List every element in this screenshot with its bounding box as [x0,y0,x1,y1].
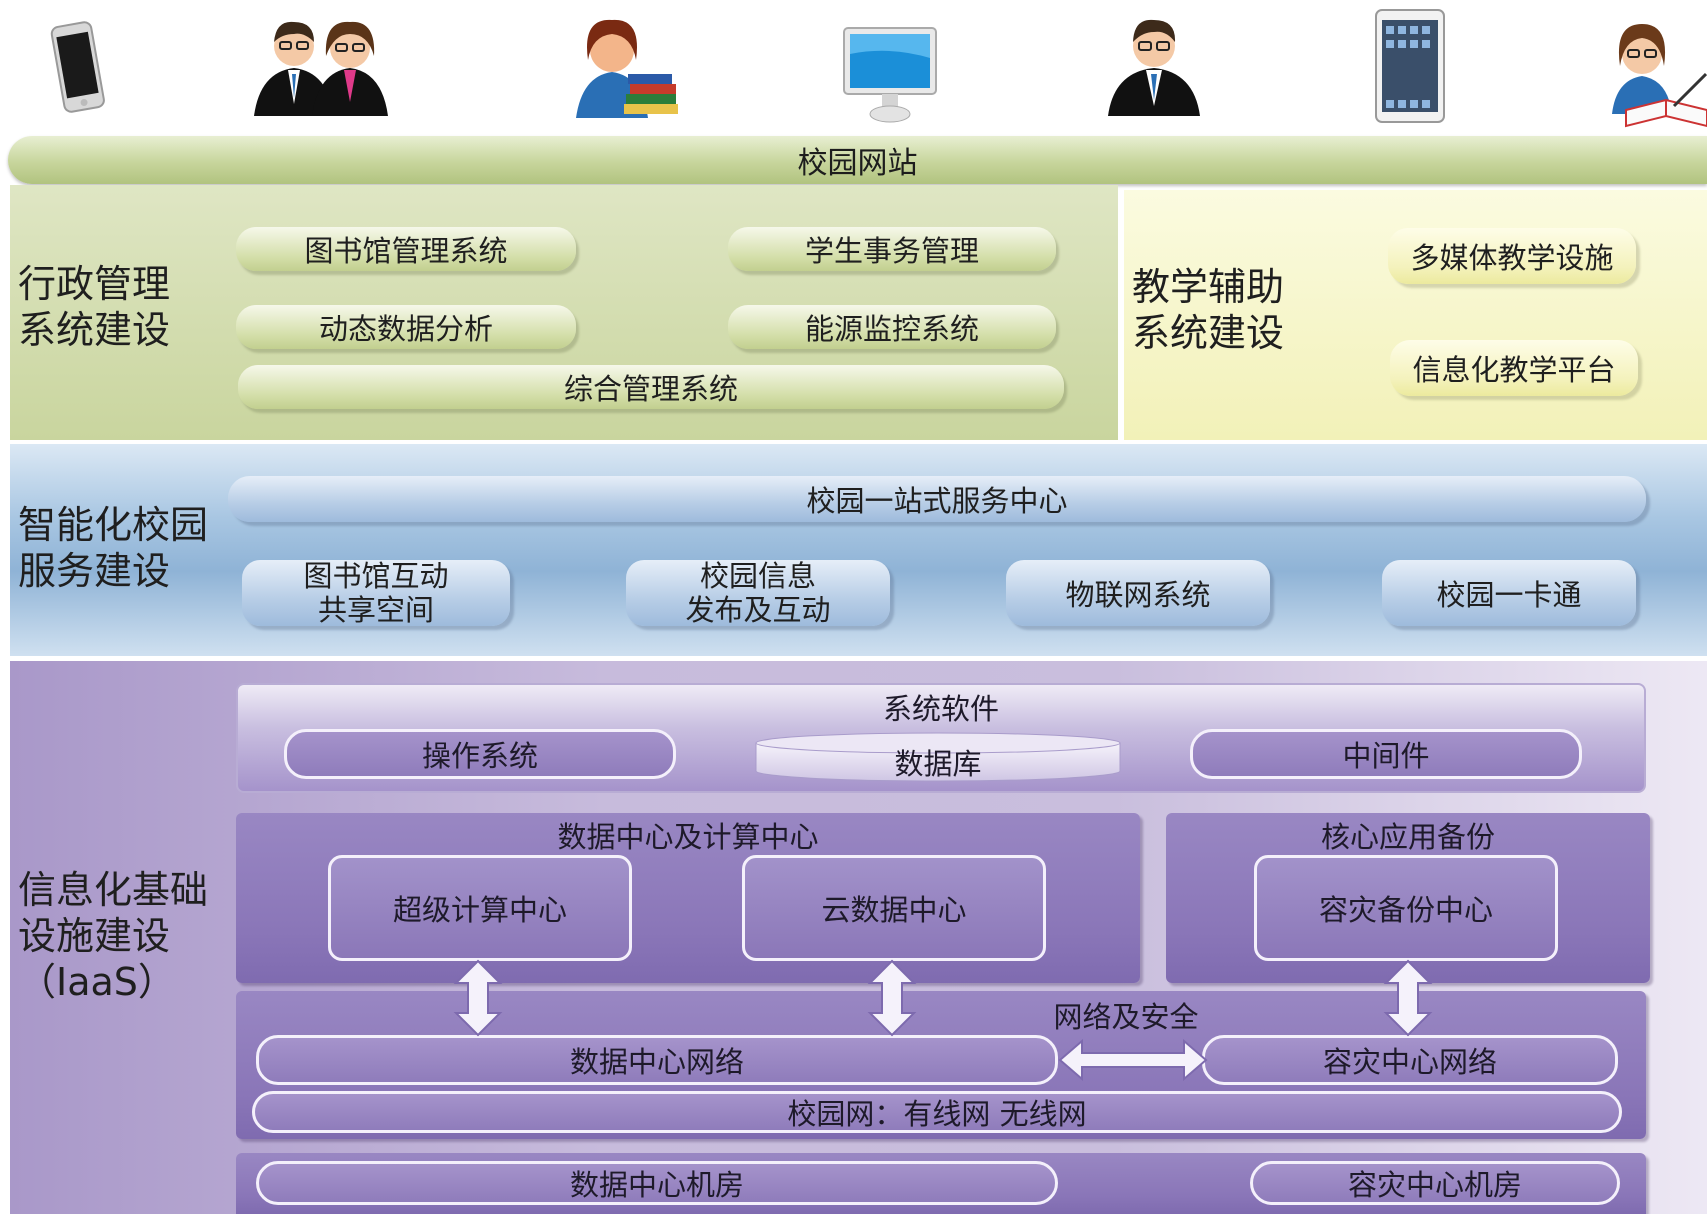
campus-network[interactable]: 校园网：有线网 无线网 [252,1091,1622,1133]
campus-info-line1: 校园信息 [699,559,816,593]
supercomputing-center[interactable]: 超级计算中心 [328,855,632,961]
desktop-monitor-icon [840,24,940,124]
infra-title-line1: 信息化基础 [18,868,209,912]
campus-website-banner[interactable]: 校园网站 [8,136,1707,184]
service-title-line1: 智能化校园 [18,503,209,547]
library-space-line2: 共享空间 [317,593,434,627]
library-space-line1: 图书馆互动 [303,559,449,593]
updown-arrow-icon [453,959,503,1037]
middleware-label: 中间件 [1342,739,1430,773]
connection-arrows [453,959,1433,1082]
database[interactable]: 数据库 [754,729,1122,783]
admin-title-line2: 系统建设 [18,308,171,352]
multimedia-label: 多媒体教学设施 [1410,241,1614,275]
disaster-recovery-center[interactable]: 容灾备份中心 [1254,855,1558,961]
updown-arrow-icon [867,959,917,1037]
machine-rooms-panel: 数据中心机房 容灾中心机房 [236,1153,1646,1214]
admin-title-line1: 行政管理 [18,262,171,306]
datacenter-machine-room[interactable]: 数据中心机房 [256,1161,1058,1205]
cloud-data-center-label: 云数据中心 [821,893,967,927]
dynamic-data-label: 动态数据分析 [318,312,493,346]
core-backup-title: 核心应用备份 [1320,820,1495,854]
datacenter-computing-title: 数据中心及计算中心 [557,820,819,854]
smart-campus-service-section: 智能化校园 服务建设 校园一站式服务中心 图书馆互动 共享空间 校园信息 发布及… [10,444,1707,656]
student-affairs-label: 学生事务管理 [804,234,979,268]
system-software-title: 系统软件 [882,692,999,726]
one-stop-service-center[interactable]: 校园一站式服务中心 [228,476,1646,522]
tablet-icon [1374,8,1446,126]
it-infrastructure-section: 信息化基础 设施建设 （IaaS） 系统软件 操作系统 数据库 中间件 数据中心… [10,661,1707,1214]
one-stop-service-label: 校园一站式服务中心 [806,484,1068,518]
campus-info-publish[interactable]: 校园信息 发布及互动 [626,559,890,627]
core-backup-panel: 核心应用备份 容灾备份中心 [1166,813,1650,983]
teacher-writing-icon [1606,14,1707,130]
iot-system[interactable]: 物联网系统 [1006,560,1270,626]
supercomputing-label: 超级计算中心 [392,893,567,927]
smartphone-icon [48,20,108,116]
service-title-line2: 服务建设 [18,549,171,593]
dr-room-label: 容灾中心机房 [1347,1168,1522,1202]
student-with-books-icon [572,14,682,120]
database-cylinder-icon [755,732,1121,782]
campus-network-label: 校园网：有线网 无线网 [787,1097,1087,1131]
campus-info-line2: 发布及互动 [685,593,831,627]
admin-section-title: 行政管理 系统建设 [18,261,170,353]
campus-card-label: 校园一卡通 [1436,578,1582,612]
teaching-title-line2: 系统建设 [1132,311,1285,355]
energy-monitoring-system[interactable]: 能源监控系统 [728,305,1056,349]
it-teaching-platform[interactable]: 信息化教学平台 [1390,340,1638,396]
updown-arrow-icon [1383,959,1433,1037]
integrated-management-system[interactable]: 综合管理系统 [238,365,1064,409]
library-management-label: 图书馆管理系统 [304,234,508,268]
teaching-section-title: 教学辅助 系统建设 [1132,264,1284,356]
iot-label: 物联网系统 [1065,578,1211,612]
cloud-data-center[interactable]: 云数据中心 [742,855,1046,961]
student-affairs-management[interactable]: 学生事务管理 [728,227,1056,271]
middleware[interactable]: 中间件 [1190,729,1582,779]
library-management-system[interactable]: 图书馆管理系统 [236,227,576,271]
multimedia-teaching-facilities[interactable]: 多媒体教学设施 [1388,228,1636,284]
dr-network-label: 容灾中心网络 [1322,1045,1497,1079]
dc-room-label: 数据中心机房 [569,1168,744,1202]
two-users-icon [252,12,392,118]
disaster-recovery-machine-room[interactable]: 容灾中心机房 [1250,1161,1620,1205]
network-security-title: 网络及安全 [1053,1000,1199,1034]
teaching-title-line1: 教学辅助 [1132,265,1285,309]
dynamic-data-analysis[interactable]: 动态数据分析 [236,305,576,349]
disaster-recovery-label: 容灾备份中心 [1318,893,1493,927]
user-icon [1104,12,1204,118]
infra-section-title: 信息化基础 设施建设 （IaaS） [18,867,208,1005]
leftright-arrow-icon [1058,1038,1208,1082]
datacenter-computing-panel: 数据中心及计算中心 超级计算中心 云数据中心 [236,813,1140,983]
teaching-platform-label: 信息化教学平台 [1412,353,1616,387]
system-software-panel: 系统软件 操作系统 数据库 中间件 [236,683,1646,793]
disaster-recovery-network[interactable]: 容灾中心网络 [1202,1035,1618,1085]
integrated-management-label: 综合管理系统 [563,372,738,406]
library-interactive-space[interactable]: 图书馆互动 共享空间 [242,559,510,627]
database-label: 数据库 [894,747,982,781]
infra-title-line3: （IaaS） [18,960,176,1004]
operating-system-label: 操作系统 [421,739,538,773]
datacenter-network[interactable]: 数据中心网络 [256,1035,1058,1085]
admin-system-section: 行政管理 系统建设 图书馆管理系统 学生事务管理 动态数据分析 能源监控系统 综… [10,185,1118,440]
campus-card[interactable]: 校园一卡通 [1382,560,1636,626]
datacenter-network-label: 数据中心网络 [569,1045,744,1079]
service-section-title: 智能化校园 服务建设 [18,502,208,594]
teaching-support-section: 教学辅助 系统建设 多媒体教学设施 信息化教学平台 [1124,190,1707,440]
energy-monitoring-label: 能源监控系统 [804,312,979,346]
operating-system[interactable]: 操作系统 [284,729,676,779]
campus-website-label: 校园网站 [797,146,918,181]
infra-title-line2: 设施建设 [18,914,171,958]
